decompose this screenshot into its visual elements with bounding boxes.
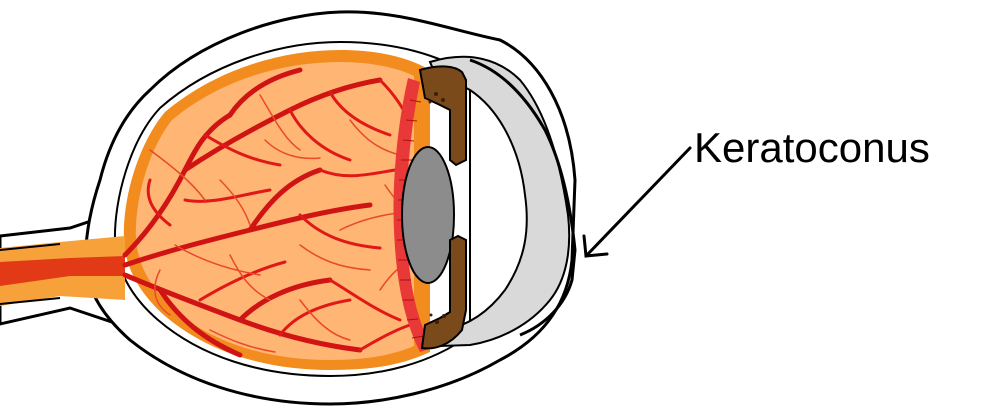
lens — [402, 147, 454, 283]
pointer-arrow — [584, 148, 690, 256]
keratoconus-label: Keratoconus — [694, 124, 930, 171]
